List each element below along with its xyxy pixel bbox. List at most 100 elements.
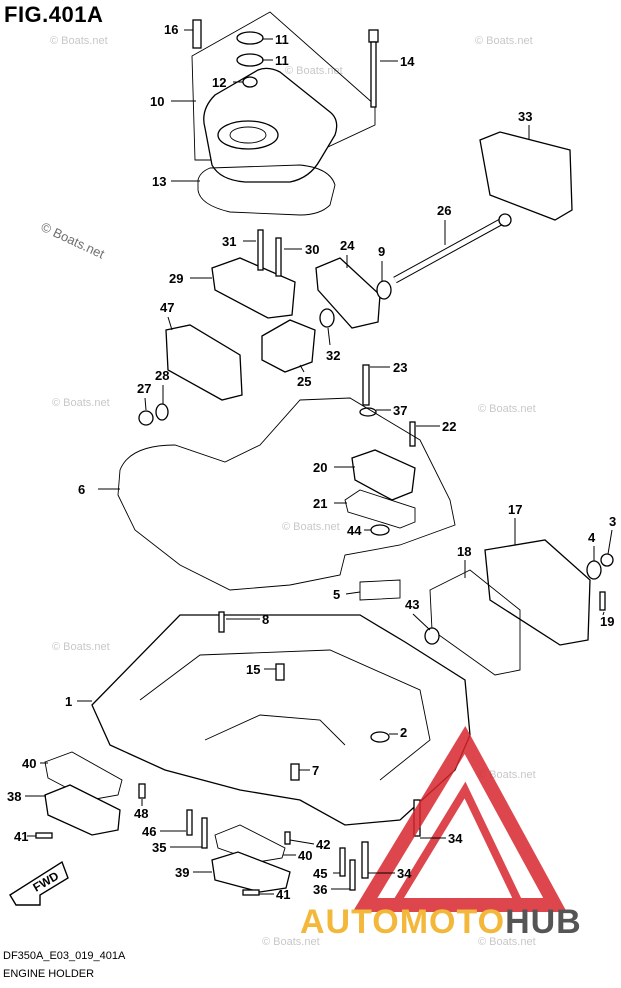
callout-label: 4	[588, 530, 596, 545]
bolt-41	[242, 889, 260, 896]
callout-label: 16	[164, 22, 178, 37]
gasket-40	[44, 751, 123, 801]
callout-label: 37	[393, 403, 407, 418]
callout-label: 3	[609, 514, 616, 529]
oring-44	[370, 524, 390, 536]
cover-assembly	[191, 11, 376, 216]
callout-label: 11	[275, 32, 289, 47]
watermark-text: © Boats.net	[262, 936, 320, 948]
bolt-36	[349, 859, 356, 891]
callout-label: 41	[14, 829, 28, 844]
bolt-42	[284, 831, 291, 845]
callout-label: 32	[326, 348, 340, 363]
plate-39	[211, 851, 291, 893]
holder-24	[315, 257, 381, 329]
callout-label: 17	[508, 502, 522, 517]
watermark-text: © Boats.net	[282, 521, 340, 533]
callout-label: 19	[600, 614, 614, 629]
callout-label: 13	[152, 174, 166, 189]
callout-label: 10	[150, 94, 164, 109]
cover-33	[479, 131, 573, 221]
bolt-34	[361, 841, 369, 879]
engine-holder-detail	[139, 649, 431, 781]
plug-43	[424, 627, 440, 645]
watermark-text: © Boats.net	[52, 641, 110, 653]
bolt-31	[257, 229, 264, 271]
bolt-41	[35, 832, 53, 839]
pin-7	[290, 763, 300, 781]
oring-5	[359, 579, 401, 601]
callout-label: 40	[22, 756, 36, 771]
gasket-21	[344, 489, 416, 529]
bolt-30	[275, 237, 282, 277]
watermark-text: © Boats.net	[478, 403, 536, 415]
washer-28	[155, 403, 169, 421]
callout-label: 18	[457, 544, 471, 559]
callout-label: 39	[175, 865, 189, 880]
plate-38	[44, 784, 121, 836]
brand-part2: HUB	[505, 903, 582, 941]
holder-29	[211, 257, 296, 319]
engine-holder-1	[91, 614, 471, 826]
callout-label: 48	[134, 806, 148, 821]
fwd-arrow-icon: FWD	[9, 860, 69, 906]
bolt-45	[339, 847, 346, 877]
figure-title: FIG.401A	[4, 2, 104, 27]
callout-label: 42	[316, 837, 330, 852]
brand-part1: AUTOMOTO	[300, 903, 506, 941]
gasket-6	[117, 397, 456, 591]
callout-label: 30	[305, 242, 319, 257]
washer-37	[359, 407, 377, 417]
bolt-46	[186, 809, 193, 836]
callout-label: 27	[137, 381, 151, 396]
washer-4	[586, 560, 602, 580]
callout-label: 45	[313, 866, 327, 881]
part-20	[351, 449, 416, 501]
part-17	[484, 539, 591, 646]
nut-27	[138, 410, 154, 426]
callout-label: 41	[276, 887, 290, 902]
drawing-name: ENGINE HOLDER	[3, 968, 95, 980]
callout-label: 46	[142, 824, 156, 839]
callout-label: 21	[313, 496, 327, 511]
watermark-text: © Boats.net	[285, 65, 343, 77]
gasket-40	[214, 824, 286, 863]
callout-label: 24	[340, 238, 355, 253]
watermark-text: © Boats.net	[478, 936, 536, 948]
shaft-26	[393, 213, 512, 284]
callout-label: 38	[7, 789, 21, 804]
callout-label: 25	[297, 374, 311, 389]
callout-label: 9	[378, 244, 385, 259]
leader-lines	[25, 29, 613, 895]
callout-label: 35	[152, 840, 166, 855]
callout-label: 15	[246, 662, 260, 677]
bolt-23	[362, 364, 370, 406]
long-bolt	[368, 29, 379, 108]
pin-15	[275, 663, 285, 681]
brand-wordmark: AUTOMOTOHUB	[300, 903, 582, 942]
callout-label: 1	[65, 694, 72, 709]
bolt-19	[599, 591, 606, 611]
watermark-text-large: © Boats.net	[39, 219, 107, 262]
callout-label: 22	[442, 419, 456, 434]
callout-label: 34	[448, 831, 463, 846]
watermark-text: © Boats.net	[475, 35, 533, 47]
brand-logo-icon	[352, 725, 567, 912]
callout-label: 20	[313, 460, 327, 475]
callout-label: 28	[155, 368, 169, 383]
holder-47	[165, 324, 243, 401]
callout-label: 43	[405, 597, 419, 612]
watermark-text: © Boats.net	[52, 397, 110, 409]
callout-label: 36	[313, 882, 327, 897]
callout-label: 12	[212, 75, 226, 90]
callout-label: 23	[393, 360, 407, 375]
callout-label: 44	[347, 523, 362, 538]
mount-25	[261, 319, 316, 373]
callout-label: 2	[400, 725, 407, 740]
callout-label: 31	[222, 234, 236, 249]
bolt-48	[138, 783, 146, 799]
callout-label: 7	[312, 763, 319, 778]
callout-label: 14	[400, 54, 415, 69]
watermark-text: © Boats.net	[50, 35, 108, 47]
